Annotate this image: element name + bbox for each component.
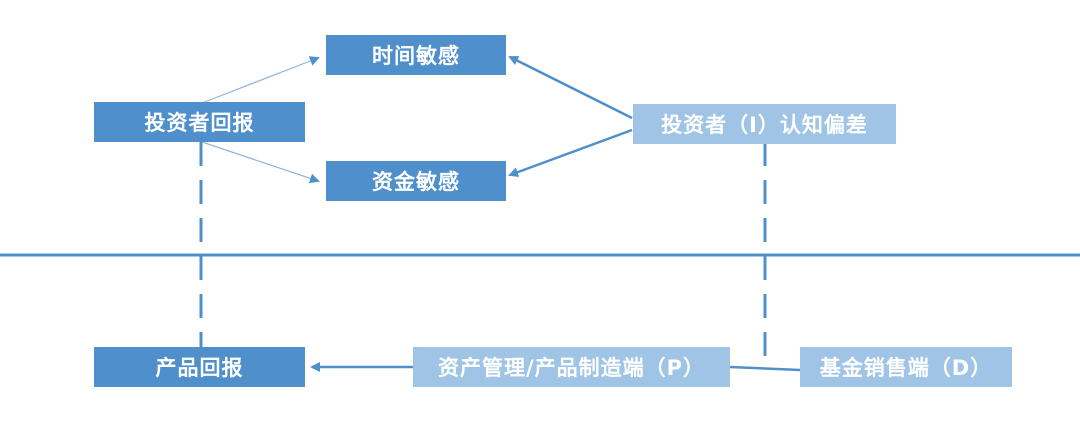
arrow-return-to-capital [201,141,320,184]
link-asset-to-sales [729,365,801,372]
arrow-bias-to-time [508,55,633,120]
node-product-return: 产品回报 [94,347,305,387]
node-investor-return: 投资者回报 [94,102,305,142]
node-investor-cognitive-bias: 投资者（I）认知偏差 [633,104,896,144]
node-time-sensitive: 时间敏感 [326,35,506,75]
node-fund-sales: 基金销售端（D） [800,347,1012,387]
arrow-return-to-time [201,56,320,104]
arrow-bias-to-capital [508,128,633,177]
node-asset-management: 资产管理/产品制造端（P） [413,347,730,387]
node-capital-sensitive: 资金敏感 [326,161,506,201]
